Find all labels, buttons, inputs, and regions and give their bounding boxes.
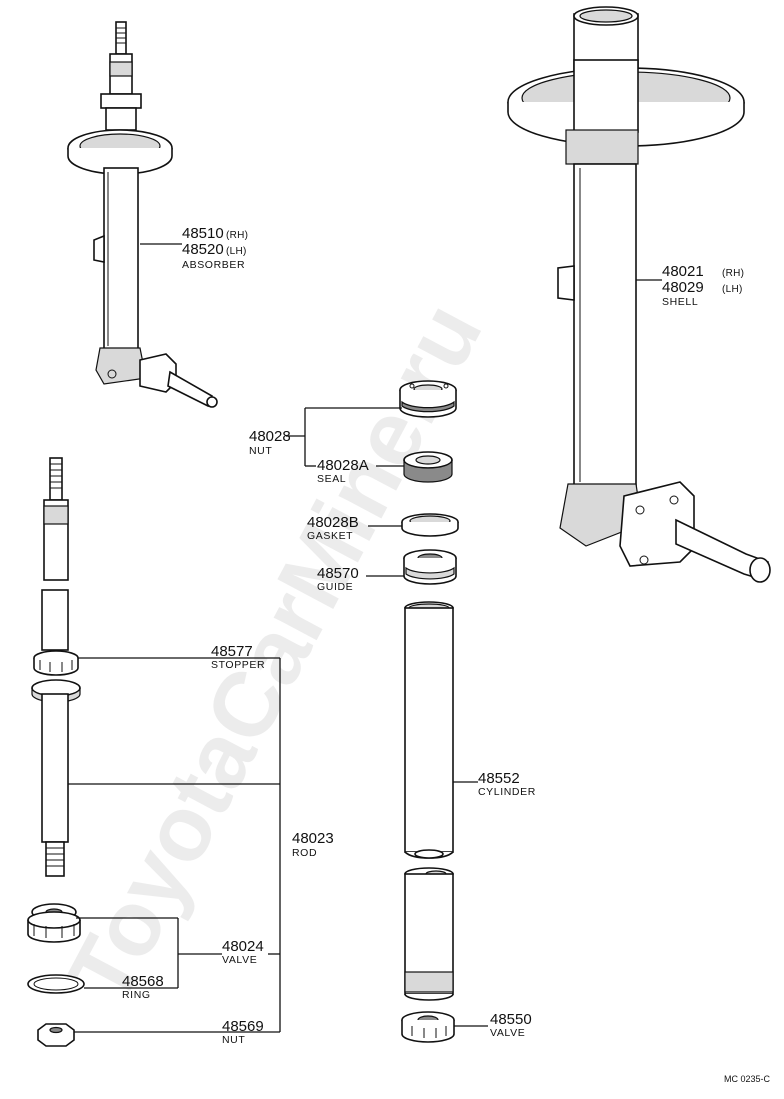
nut-top-number: 48028 [249,428,291,445]
shell-label: 48021 (RH) 48029 (LH) SHELL [662,263,744,308]
valve-base-name: VALVE [490,1027,525,1039]
diagram-code: MC 0235-C [724,1074,771,1084]
absorber-side-rh: (RH) [226,230,248,241]
gasket-drawing [401,513,459,537]
shell-drawing [507,6,771,583]
nut-rod-name: NUT [222,1034,245,1046]
rod-drawing [27,457,85,1047]
guide-number: 48570 [317,565,359,582]
rod-number: 48023 [292,830,334,847]
nut-top-label: 48028 NUT [249,428,291,457]
seal-name: SEAL [317,473,346,485]
shell-number-rh: 48021 [662,263,704,280]
valve-base-number: 48550 [490,1011,532,1028]
valve-rod-label: 48024 VALVE [222,938,264,966]
guide-label: 48570 GUIDE [317,565,359,593]
absorber-name: ABSORBER [182,259,245,271]
valve-rod-number: 48024 [222,938,264,955]
valve-base-drawing [401,1011,455,1043]
seal-number: 48028A [317,457,369,474]
nut-rod-number: 48569 [222,1018,264,1035]
nut-top-name: NUT [249,445,272,457]
cylinder-label: 48552 CYLINDER [478,770,536,798]
cylinder-name: CYLINDER [478,786,536,798]
shell-number-lh: 48029 [662,279,704,296]
absorber-side-lh: (LH) [226,246,247,257]
valve-rod-name: VALVE [222,954,257,966]
guide-name: GUIDE [317,581,353,593]
gasket-number: 48028B [307,514,359,531]
nut-top-drawing [399,380,457,418]
stopper-name: STOPPER [211,659,265,671]
rod-label: 48023 ROD [292,830,334,859]
seal-drawing [403,451,453,483]
absorber-number-rh: 48510 [182,225,224,242]
gasket-name: GASKET [307,530,353,542]
guide-drawing [403,549,457,585]
ring-label: 48568 RING [122,973,164,1001]
cylinder-drawing [404,601,454,1001]
rod-name: ROD [292,847,317,859]
shell-name: SHELL [662,296,698,308]
cylinder-number: 48552 [478,770,520,787]
absorber-label: 48510 (RH) 48520 (LH) ABSORBER [182,225,248,271]
nut-rod-label: 48569 NUT [222,1018,264,1046]
shell-side-lh: (LH) [722,284,743,295]
stopper-number: 48577 [211,643,253,660]
absorber-drawing [67,21,218,408]
gasket-label: 48028B GASKET [307,514,359,542]
valve-base-label: 48550 VALVE [490,1011,532,1039]
seal-label: 48028A SEAL [317,457,369,485]
shell-side-rh: (RH) [722,268,744,279]
absorber-number-lh: 48520 [182,241,224,258]
ring-name: RING [122,989,151,1001]
stopper-label: 48577 STOPPER [211,643,265,671]
ring-number: 48568 [122,973,164,990]
